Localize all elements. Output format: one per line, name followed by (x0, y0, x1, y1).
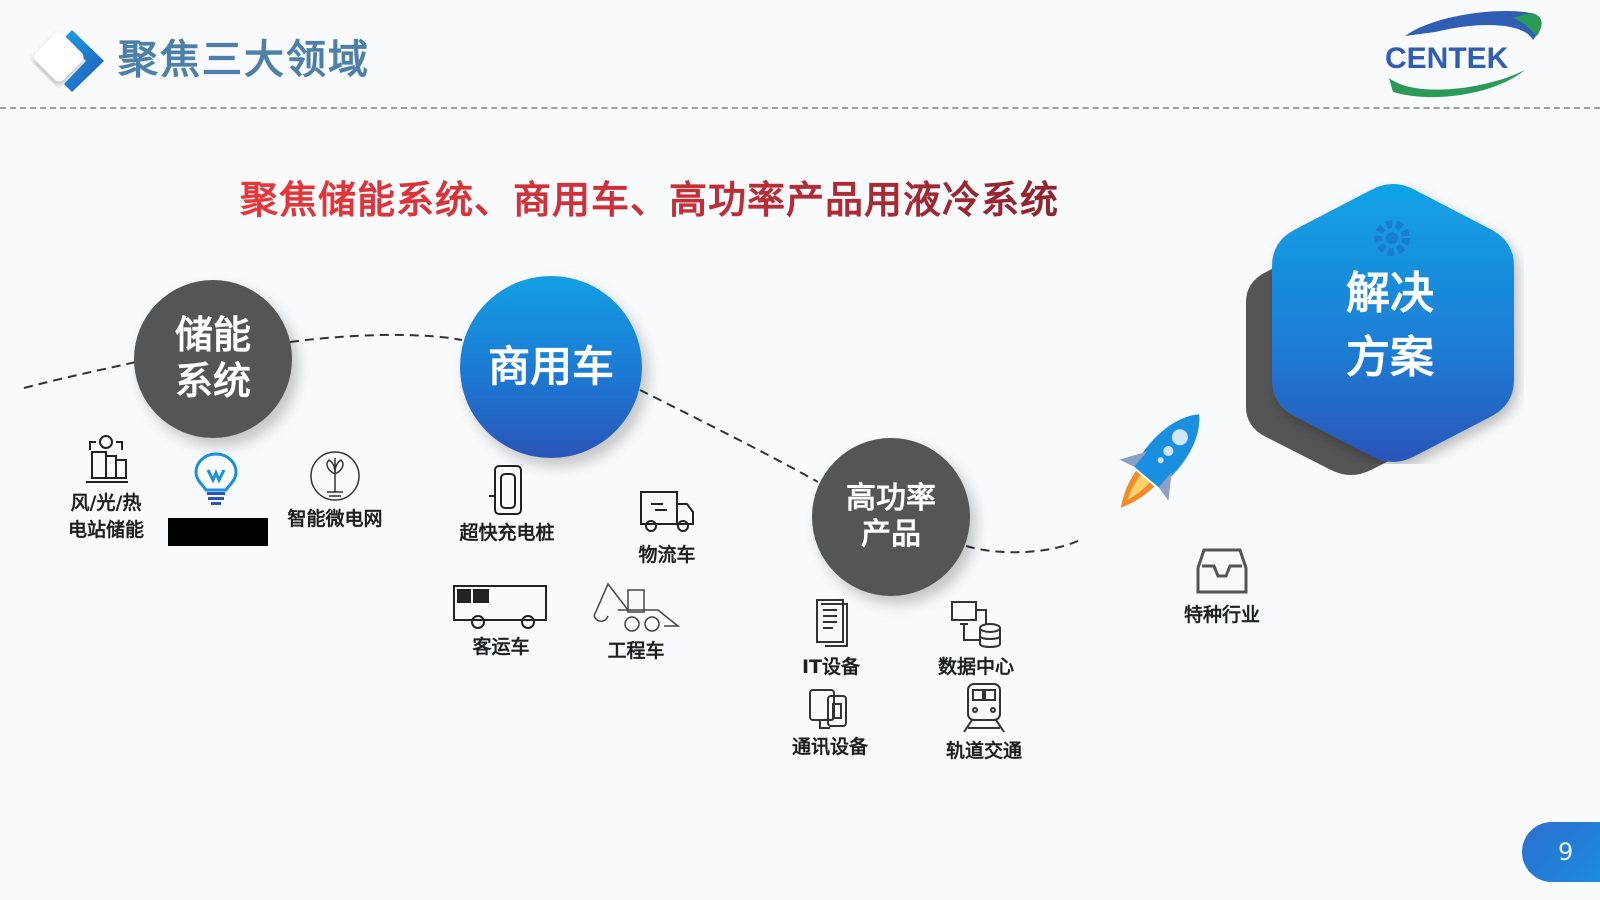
delivery-truck-icon (640, 491, 694, 532)
item-label: 风/光/热 电站储能 (67, 492, 144, 541)
coach-bus-icon (453, 585, 547, 629)
item-label: 超快充电桩 (459, 522, 555, 544)
lightbulb-icon (194, 452, 238, 505)
excavator-icon (593, 582, 681, 632)
item-label: 特种行业 (1183, 604, 1260, 626)
node-energy-storage[interactable]: 储能 系统 (134, 280, 292, 438)
node-storage-label: 储能 系统 (174, 313, 251, 403)
node-high-power-products[interactable]: 高功率 产品 (812, 438, 970, 596)
item-smart-microgrid: 智能微电网 (280, 448, 390, 533)
item-engineering-vehicle: 工程车 (586, 580, 686, 665)
solution-hexagon[interactable] (1262, 182, 1524, 464)
item-label: 通讯设备 (791, 736, 868, 758)
page-title: 聚焦三大领域 (118, 37, 370, 83)
centek-logo: CENTEK (1385, 10, 1542, 98)
item-label: 工程车 (607, 640, 665, 662)
item-rail-transit: 轨道交通 (934, 680, 1034, 765)
item-label: IT设备 (801, 656, 861, 678)
item-passenger-bus: 客运车 (446, 576, 556, 661)
node-commercial-vehicle[interactable]: 商用车 (460, 276, 642, 458)
charging-pile-icon (489, 465, 522, 515)
logo-text: CENTEK (1385, 42, 1509, 75)
redacted-label (168, 518, 268, 546)
page-number-badge: 9 (1522, 822, 1600, 882)
solution-label: 解决 方案 (1346, 268, 1434, 383)
item-redacted (186, 450, 246, 506)
item-it-equipment: IT设备 (786, 596, 876, 681)
train-icon (963, 683, 1005, 733)
item-label: 数据中心 (937, 656, 1014, 678)
rocket-icon (1119, 414, 1200, 508)
item-fast-charging-pile: 超快充电桩 (452, 462, 562, 547)
item-data-center: 数据中心 (926, 596, 1026, 681)
item-special-industry: 特种行业 (1172, 544, 1272, 629)
data-center-icon (951, 601, 1001, 648)
subtitle-heading: 聚焦储能系统、商用车、高功率产品用液冷系统 (240, 178, 1060, 222)
node-commercial-label: 商用车 (487, 341, 614, 391)
item-power-station-storage: 风/光/热 电站储能 (60, 432, 152, 543)
node-highpower-label: 高功率 产品 (846, 481, 936, 552)
document-icon (816, 599, 848, 647)
item-logistics-truck: 物流车 (622, 484, 712, 569)
inbox-tray-icon (1196, 548, 1248, 594)
item-label: 客运车 (472, 636, 530, 658)
item-label: 智能微电网 (287, 508, 383, 530)
header-divider (0, 107, 1600, 109)
gear-icon (1374, 220, 1410, 256)
item-label: 物流车 (638, 544, 696, 566)
header-diamond-icon (34, 30, 104, 92)
communication-device-icon (809, 689, 847, 729)
eco-bulb-icon (310, 451, 360, 501)
power-station-icon (86, 435, 128, 483)
item-label: 轨道交通 (945, 740, 1022, 762)
item-communication-equipment: 通讯设备 (780, 686, 880, 761)
